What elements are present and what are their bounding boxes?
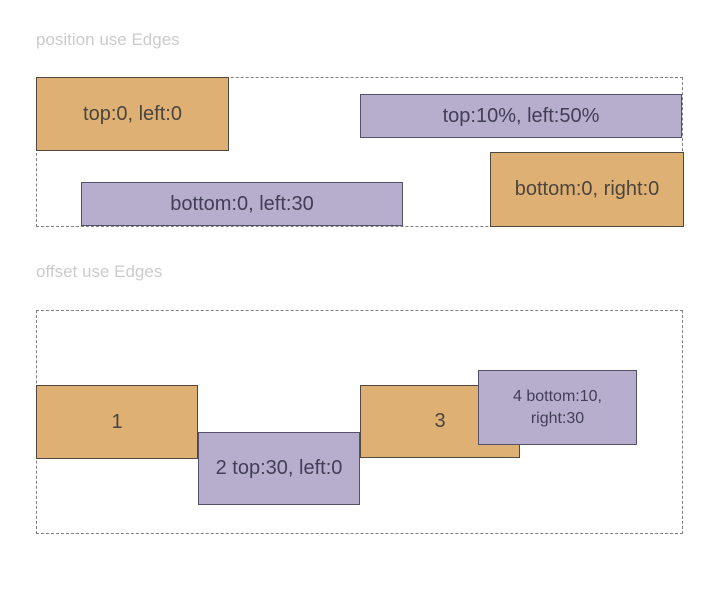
demo-box-1: 1 <box>36 385 198 459</box>
section-title-offset-use-edges: offset use Edges <box>36 262 163 281</box>
demo-box-2-offset: 2 top:30, left:0 <box>198 432 360 505</box>
section-title-position-use-edges: position use Edges <box>36 30 180 49</box>
demo-box-4-offset: 4 bottom:10, right:30 <box>478 370 637 445</box>
demo-box-top-left: top:0, left:0 <box>36 77 229 151</box>
offset-demo-container: 1 2 top:30, left:0 3 4 bottom:10, right:… <box>36 310 683 534</box>
demo-box-bottom-right: bottom:0, right:0 <box>490 152 684 227</box>
demo-box-bottom0-left30: bottom:0, left:30 <box>81 182 403 226</box>
position-demo-container: top:0, left:0 top:10%, left:50% bottom:0… <box>36 77 684 227</box>
demo-box-top10-left50: top:10%, left:50% <box>360 94 682 138</box>
